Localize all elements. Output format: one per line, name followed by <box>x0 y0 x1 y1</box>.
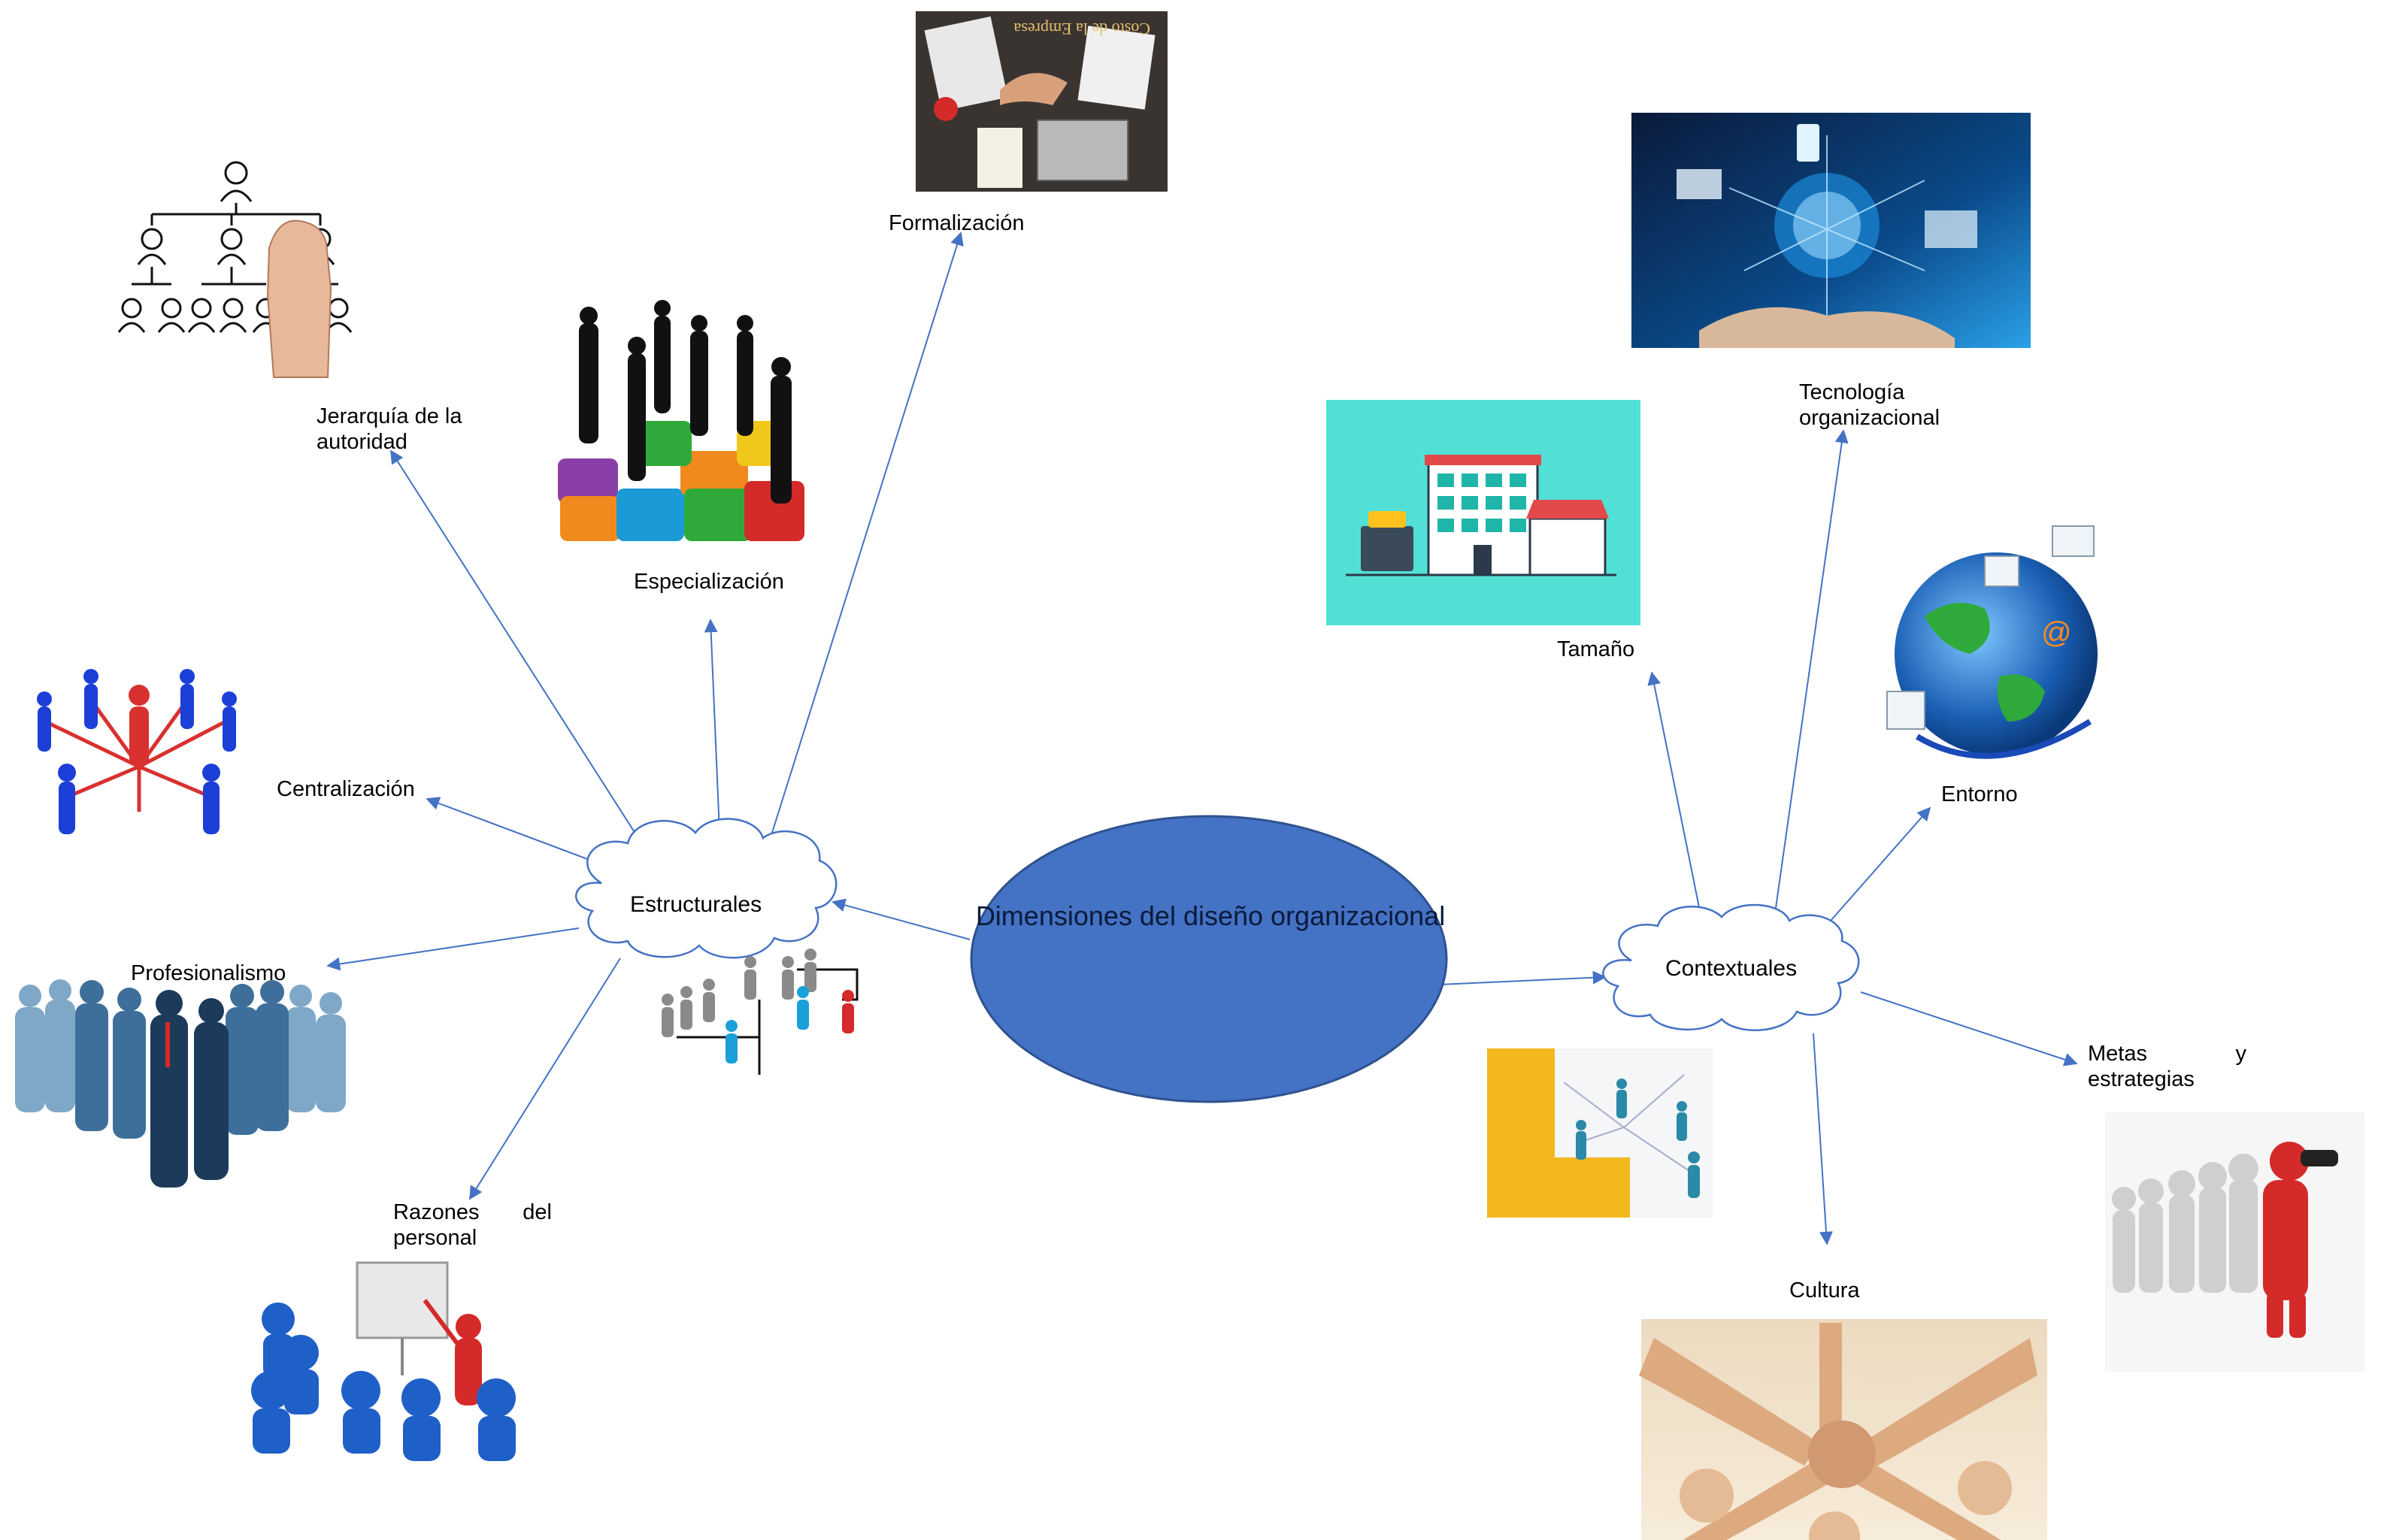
tecnologia-label: Tecnología organizacional <box>1799 380 1940 431</box>
razones-line2: personal <box>393 1226 477 1250</box>
razones-word2: del <box>523 1200 552 1224</box>
arrow-to-tamano <box>1647 671 1704 927</box>
jerarquia-line1: Jerarquía de la <box>317 404 462 428</box>
arrow-to-razones <box>469 958 621 1200</box>
arrow-center-to-structural <box>832 898 971 940</box>
arrow-to-tecnologia <box>1774 429 1849 919</box>
entorno-label: Entorno <box>1941 782 2018 806</box>
staff-presentation-image <box>251 1261 516 1461</box>
tamano-label: Tamaño <box>1557 637 1635 661</box>
profesionalismo-label: Profesionalismo <box>131 961 286 985</box>
arrow-to-entorno <box>1830 806 1931 921</box>
metas-word2: y <box>2235 1042 2247 1066</box>
especializacion-label: Especialización <box>634 570 784 594</box>
metas-line2: estrategias <box>2088 1067 2195 1091</box>
arrow-to-profesionalismo <box>326 927 580 971</box>
culture-team-hands-image <box>1639 1319 2047 1540</box>
jerarquia-label: Jerarquía de la autoridad <box>317 404 462 455</box>
centralizacion-label: Centralización <box>277 777 415 801</box>
centralization-network-image <box>37 669 237 834</box>
connector-arrows <box>326 231 2078 1245</box>
size-building-image <box>1326 400 1640 625</box>
arrow-to-centralizacion <box>426 797 602 865</box>
cultura-label: Cultura <box>1789 1278 1860 1302</box>
razones-label: Razones del personal <box>393 1200 552 1251</box>
arrow-to-formalizacion <box>766 231 964 850</box>
center-node-title: Dimensiones del diseño organizacional <box>975 900 1446 931</box>
contextual-cloud <box>1602 903 1860 1031</box>
metas-label: Metas y estrategias <box>2088 1041 2246 1092</box>
structural-cloud <box>575 818 838 959</box>
contextual-group-label: Contextuales <box>1665 956 1798 981</box>
hand-icon <box>266 219 332 378</box>
org-structure-people-image <box>662 949 859 1075</box>
environment-globe-image: @ <box>1886 525 2098 759</box>
arrow-to-metas <box>1860 991 2078 1067</box>
specialization-puzzle-image <box>558 300 804 541</box>
tecnologia-line1: Tecnología <box>1799 380 1905 404</box>
arrow-to-especializacion <box>704 619 721 850</box>
metas-word1: Metas <box>2088 1042 2147 1066</box>
formalization-desk-image: Costo de la Empresa <box>916 11 1168 192</box>
center-node <box>970 815 1448 1103</box>
structural-group-label: Estructurales <box>630 892 762 917</box>
razones-word1: Razones <box>393 1200 480 1224</box>
professionalism-crowd-image <box>15 979 346 1188</box>
tecnologia-line2: organizacional <box>1799 406 1940 430</box>
goals-binoculars-image <box>2105 1112 2364 1372</box>
technology-hands-image <box>1631 113 2031 348</box>
formalizacion-label: Formalización <box>889 211 1025 235</box>
contextual-network-image <box>1487 1048 1713 1218</box>
svg-text:@: @ <box>2041 616 2072 649</box>
formalization-caption: Costo de la Empresa <box>1013 20 1150 38</box>
jerarquia-line2: autoridad <box>317 430 407 454</box>
arrow-to-jerarquia <box>390 449 655 864</box>
arrow-to-cultura <box>1813 1033 1833 1245</box>
arrow-center-to-contextual <box>1439 970 1607 985</box>
